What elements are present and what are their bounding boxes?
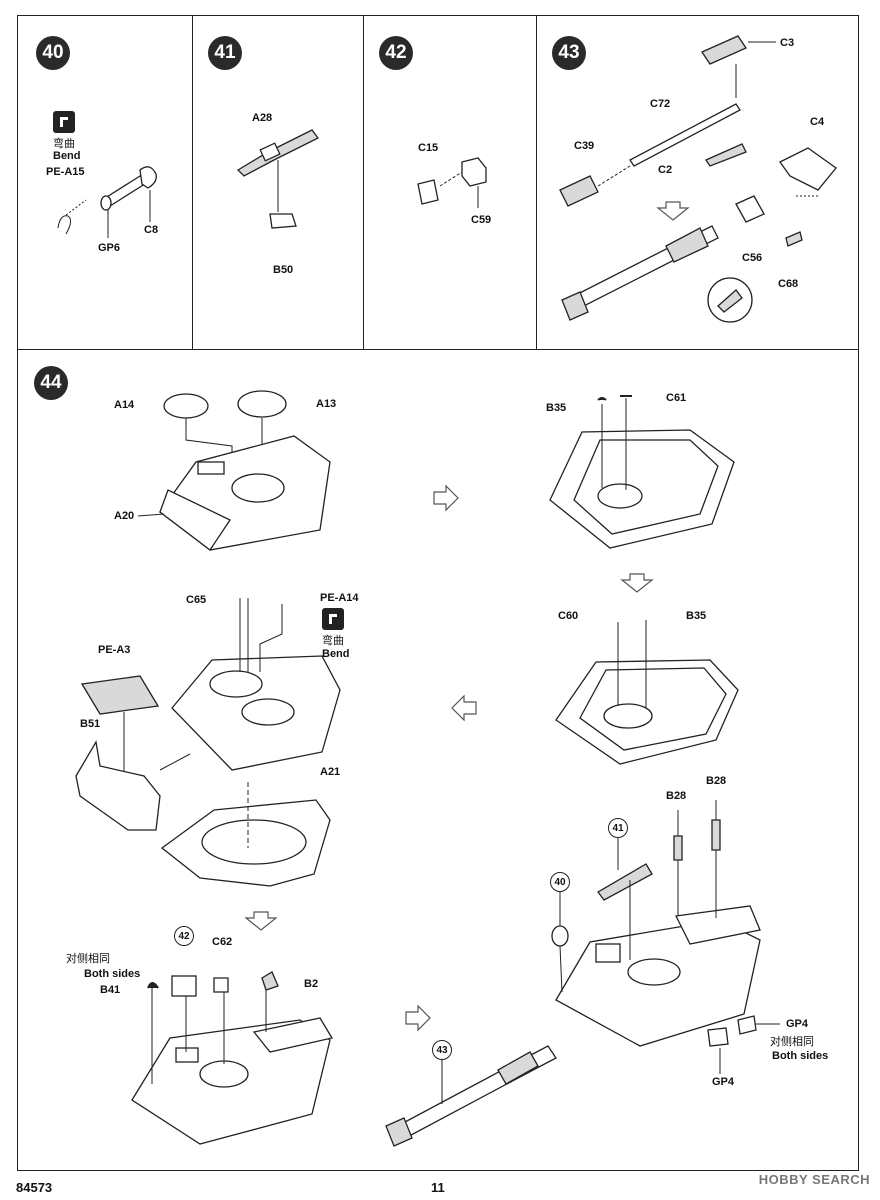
part-label-c8: C8 bbox=[144, 224, 159, 236]
part-label-c60: C60 bbox=[558, 610, 579, 622]
part-label-pe-a15: PE-A15 bbox=[46, 166, 85, 178]
part-label-b41: B41 bbox=[100, 984, 121, 996]
step-44-panel bbox=[17, 349, 859, 1171]
part-label-c62: C62 bbox=[212, 936, 233, 948]
step-number-44: 44 bbox=[34, 366, 68, 400]
kit-number: 84573 bbox=[16, 1180, 53, 1195]
page-number: 11 bbox=[431, 1180, 445, 1195]
part-label-a14: A14 bbox=[114, 399, 135, 411]
part-label-c56: C56 bbox=[742, 252, 763, 264]
part-label-gp4-right: GP4 bbox=[786, 1018, 809, 1030]
part-label-pe-a3: PE-A3 bbox=[98, 644, 131, 656]
bend-icon bbox=[53, 111, 75, 133]
part-label-c3: C3 bbox=[780, 37, 795, 49]
part-label-c65: C65 bbox=[186, 594, 207, 606]
part-label-gp6: GP6 bbox=[98, 242, 121, 254]
part-label-c59: C59 bbox=[471, 214, 492, 226]
step-40-drawing bbox=[57, 166, 157, 238]
part-label-a21: A21 bbox=[320, 766, 341, 778]
bend-label-cn: 弯曲 bbox=[53, 137, 75, 150]
step-41-drawing bbox=[236, 129, 319, 229]
bend-label-en: Bend bbox=[53, 150, 81, 162]
step-ref-41: 41 bbox=[608, 818, 628, 838]
step-44-drawing bbox=[75, 390, 780, 1147]
part-label-a20: A20 bbox=[114, 510, 135, 522]
both-sides-en: Both sides bbox=[84, 968, 141, 980]
part-label-gp4-bottom: GP4 bbox=[712, 1076, 735, 1088]
step-42-drawing bbox=[417, 157, 487, 208]
bend-label-en-2: Bend bbox=[322, 648, 350, 660]
part-label-b35-mid: B35 bbox=[686, 610, 707, 622]
step-number-42: 42 bbox=[379, 36, 413, 70]
step-ref-40: 40 bbox=[550, 872, 570, 892]
watermark: HOBBY SEARCH bbox=[758, 1172, 870, 1187]
part-label-b28-right: B28 bbox=[706, 775, 727, 787]
part-label-c4: C4 bbox=[810, 116, 825, 128]
step-ref-43: 43 bbox=[432, 1040, 452, 1060]
step-43-drawing bbox=[559, 35, 837, 323]
part-label-c2: C2 bbox=[658, 164, 673, 176]
step-number-40: 40 bbox=[36, 36, 70, 70]
step-number-41: 41 bbox=[208, 36, 242, 70]
part-label-b51: B51 bbox=[80, 718, 101, 730]
both-sides-cn-2: 对侧相同 bbox=[770, 1035, 814, 1048]
part-label-c72: C72 bbox=[650, 98, 671, 110]
bend-icon-2 bbox=[322, 608, 344, 630]
part-label-c68: C68 bbox=[778, 278, 799, 290]
part-label-b28-left: B28 bbox=[666, 790, 687, 802]
step-number-43: 43 bbox=[552, 36, 586, 70]
part-label-b35-top: B35 bbox=[546, 402, 567, 414]
both-sides-cn: 对侧相同 bbox=[66, 952, 110, 965]
part-label-a28: A28 bbox=[252, 112, 273, 124]
both-sides-en-2: Both sides bbox=[772, 1050, 829, 1062]
part-label-c61: C61 bbox=[666, 392, 687, 404]
part-label-c15: C15 bbox=[418, 142, 439, 154]
part-label-pe-a14: PE-A14 bbox=[320, 592, 359, 604]
step-ref-42: 42 bbox=[174, 926, 194, 946]
part-label-b50: B50 bbox=[273, 264, 294, 276]
bend-label-cn-2: 弯曲 bbox=[322, 634, 344, 647]
part-label-a13: A13 bbox=[316, 398, 337, 410]
part-label-c39: C39 bbox=[574, 140, 595, 152]
part-label-b2: B2 bbox=[304, 978, 319, 990]
